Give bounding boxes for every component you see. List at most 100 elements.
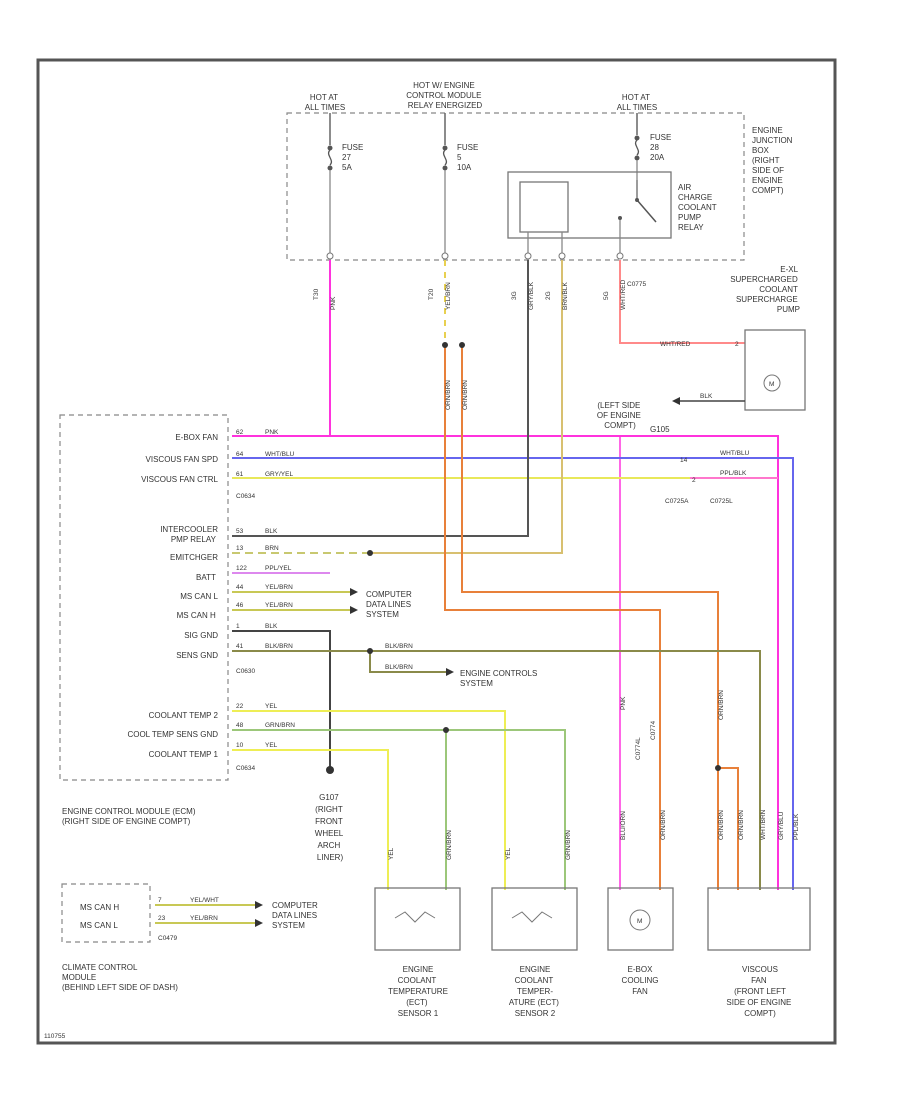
svg-text:WHT/RED: WHT/RED — [620, 279, 627, 310]
svg-text:YEL: YEL — [505, 847, 512, 860]
svg-text:MS CAN HMS CAN L: MS CAN HMS CAN L — [80, 903, 119, 930]
svg-text:BLU/ORN: BLU/ORN — [620, 811, 627, 840]
svg-text:C0774: C0774 — [650, 720, 657, 740]
arrow-heads — [255, 397, 680, 927]
lower-wire-labels: YEL GRN/BRN YEL GRN/BRN BLU/ORN ORN/BRN … — [388, 690, 800, 860]
wire-pink — [232, 260, 331, 437]
svg-text:YEL/BRN: YEL/BRN — [445, 282, 452, 310]
svg-text:ORN/BRN: ORN/BRN — [718, 810, 725, 840]
svg-text:723: 723 — [158, 897, 166, 922]
junction-pins: T30 T20 3G 2G 5G C0775 — [313, 252, 647, 300]
splice-dots — [326, 342, 721, 774]
svg-text:E-XL SUPERCHARGED: E-XL SUPERCHARGED COOLANT SUPERCHARGE PU… — [730, 265, 800, 314]
svg-text:2G: 2G — [545, 291, 552, 300]
hot-label-right: HOT AT ALL TIMES — [617, 93, 657, 112]
ecm-label: ENGINE CONTROL MODULE (ECM) (RIGHT SIDE … — [62, 807, 198, 826]
svg-text:2: 2 — [735, 341, 739, 348]
svg-text:142: 142 — [680, 457, 696, 484]
svg-text:WHT/BRN: WHT/BRN — [760, 809, 767, 840]
wire-gray — [232, 260, 529, 537]
ecm-outline — [59, 414, 229, 781]
svg-text:WHT/RED: WHT/RED — [660, 341, 691, 348]
svg-text:GRY/BLK: GRY/BLK — [528, 281, 535, 310]
wire-orange-2 — [461, 345, 719, 890]
svg-text:C0775: C0775 — [627, 281, 647, 288]
wire-ct-gnd — [232, 729, 566, 890]
ebox-motor-label: M — [637, 918, 642, 925]
top-wire-labels: PNK YEL/BRN GRY/BLK BRN/BLK WHT/RED ORN/… — [330, 279, 627, 410]
svg-text:ORN/BRN: ORN/BRN — [738, 810, 745, 840]
svg-text:GRN/BRN: GRN/BRN — [565, 830, 572, 860]
svg-text:PNK: PNK — [620, 696, 627, 710]
wire-sens-gnd — [232, 650, 761, 890]
figure-id: 110755 — [44, 1033, 66, 1040]
svg-text:T20: T20 — [428, 288, 435, 300]
wire-sens-gnd-branch — [369, 651, 446, 673]
svg-text:BRN/BLK: BRN/BLK — [562, 282, 569, 310]
svg-text:ORN/BRN: ORN/BRN — [445, 380, 452, 410]
wire-vis-orange-a — [718, 767, 739, 890]
junction-box-outline — [286, 112, 745, 261]
svg-text:G107 (RIGHT FRONT: G107 (RIGHT FRONT WHEEL ARCH LINER) — [315, 793, 345, 862]
pump-motor-label: M — [769, 381, 774, 388]
svg-text:C0774L: C0774L — [635, 737, 642, 760]
wire-ct2 — [232, 710, 506, 890]
svg-text:C0634: C0634 — [236, 765, 256, 772]
wire-pink-2 — [330, 435, 779, 890]
svg-text:GRY/BLU: GRY/BLU — [778, 811, 785, 840]
supercharge-coolant-pump: E-XL SUPERCHARGED COOLANT SUPERCHARGE PU… — [597, 265, 806, 434]
wire-yellow-batt-feed — [370, 260, 563, 554]
svg-text:C0630: C0630 — [236, 668, 256, 675]
svg-text:GRN/BRN: GRN/BRN — [446, 830, 453, 860]
hot-label-left: HOT AT ALL TIMES — [305, 93, 345, 112]
svg-text:ORN/BRN: ORN/BRN — [462, 380, 469, 410]
diagram-frame — [36, 58, 837, 1045]
hot-label-mid: HOT W/ ENGINE CONTROL MODULE RELAY ENERG… — [406, 81, 484, 110]
junction-box-label: ENGINE JUNCTION BOX (RIGHT SIDE OF ENGIN… — [752, 126, 795, 195]
wire-ct1 — [232, 749, 389, 890]
wire-sig-gnd — [232, 630, 331, 770]
svg-text:5G: 5G — [603, 291, 610, 300]
svg-text:PNK: PNK — [330, 296, 337, 310]
svg-text:3G: 3G — [511, 291, 518, 300]
svg-text:ORN/BRN: ORN/BRN — [660, 810, 667, 840]
svg-text:ORN/BRN: ORN/BRN — [718, 690, 725, 720]
